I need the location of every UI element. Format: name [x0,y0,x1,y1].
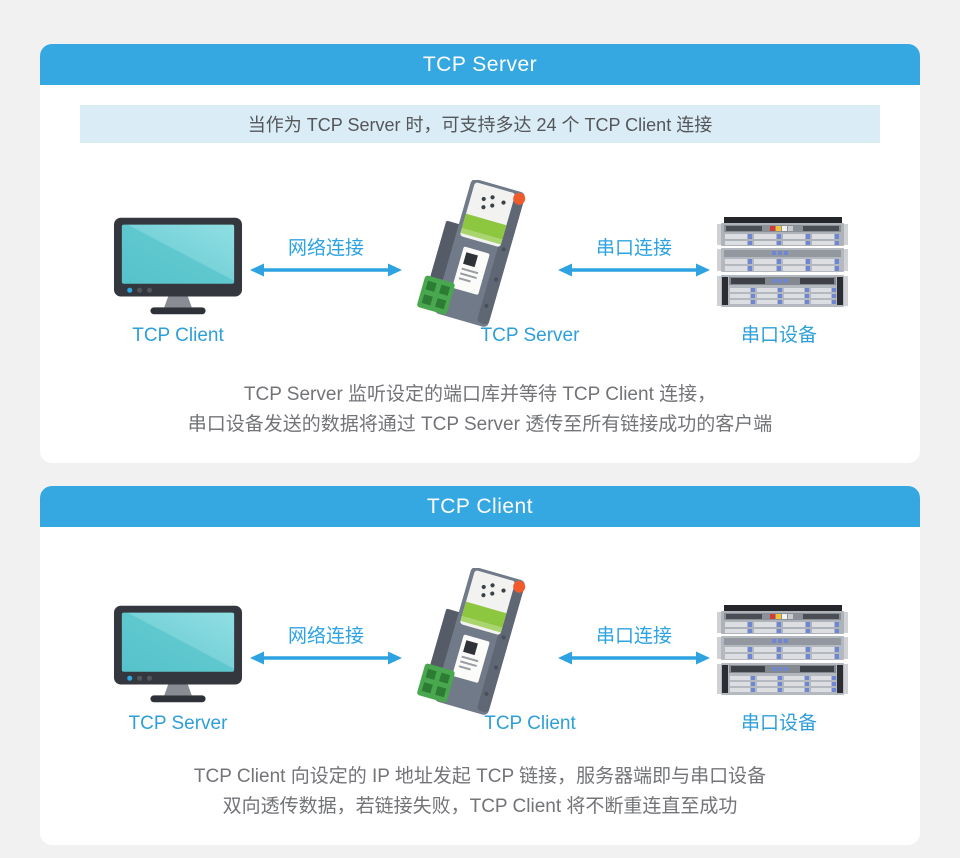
description-line: TCP Client 向设定的 IP 地址发起 TCP 链接，服务器端即与串口设… [193,766,767,787]
center-node-label: TCP Client [484,713,576,734]
left-node-label: TCP Client [132,325,224,346]
description-line: 串口设备发送的数据将通过 TCP Server 透传至所有链接成功的客户端 [187,414,773,435]
network-link: 网络连接 [250,238,402,277]
network-link-label: 网络连接 [287,238,364,259]
serial-link-label: 串口连接 [595,238,672,259]
serial-link-label: 串口连接 [595,626,672,647]
capability-banner: 当作为 TCP Server 时，可支持多达 24 个 TCP Client 连… [80,105,880,143]
section-header: TCP Server [40,44,920,85]
network-link: 网络连接 [250,626,402,665]
double-headed-arrow-icon [250,263,402,277]
double-headed-arrow-icon [250,651,402,665]
description-line: TCP Server 监听设定的端口库并等待 TCP Client 连接， [243,384,717,405]
description-line: 双向透传数据，若链接失败，TCP Client 将不断重连直至成功 [222,796,738,817]
section-description: TCP Server 监听设定的端口库并等待 TCP Client 连接， 串口… [40,380,920,440]
center-node-label: TCP Server [480,325,580,346]
serial-link: 串口连接 [558,238,710,277]
section-header: TCP Client [40,486,920,527]
section-title: TCP Server [422,52,538,76]
desktop-monitor-icon [113,604,243,704]
desktop-monitor-icon [113,216,243,316]
double-headed-arrow-icon [558,263,710,277]
serial-link: 串口连接 [558,626,710,665]
rack-servers-icon [712,604,852,696]
network-link-label: 网络连接 [287,626,364,647]
section-description: TCP Client 向设定的 IP 地址发起 TCP 链接，服务器端即与串口设… [40,762,920,822]
section-tcp-client-mode: TCP Client 网络连接 串口连接 TCP Server TCP Clie… [40,486,920,845]
section-tcp-server-mode: TCP Server 当作为 TCP Server 时，可支持多达 24 个 T… [40,44,920,463]
right-node-label: 串口设备 [740,325,817,346]
left-node-label: TCP Server [128,713,228,734]
double-headed-arrow-icon [558,651,710,665]
din-rail-serial-server-icon [405,568,547,718]
section-title: TCP Client [426,494,534,518]
capability-banner-text: 当作为 TCP Server 时，可支持多达 24 个 TCP Client 连… [247,115,713,135]
right-node-label: 串口设备 [740,713,817,734]
din-rail-serial-server-icon [405,180,547,330]
rack-servers-icon [712,216,852,308]
